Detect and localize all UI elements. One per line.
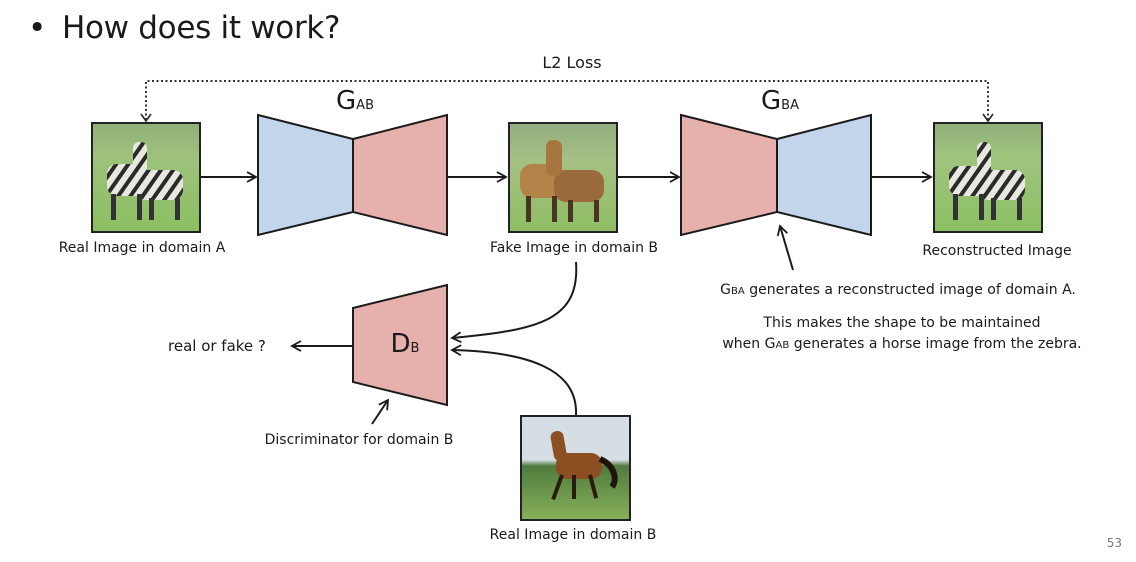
reconstructed-zebra-picture [949,142,1025,220]
note-line-1-text: generates a reconstructed image of domai… [744,282,1076,298]
fake-image-domain-b [508,122,618,233]
pointer-discriminator-caption [371,398,390,425]
gab-label: GAB [336,86,374,116]
note-g: G [720,282,731,298]
arrow-real-b-to-discriminator [450,344,578,416]
arrow-fake-b-to-discriminator [450,261,578,343]
pointer-gba-note [776,224,794,271]
caption-fake-b: Fake Image in domain B [489,240,659,256]
note-g: G [764,336,776,352]
gba-label: GBA [761,86,799,116]
gab-encoder [257,113,354,237]
discriminator-label: DB [391,329,420,359]
fake-horse-picture [520,140,604,222]
discriminator-output-label: real or fake ? [168,337,266,355]
note-line-2: This makes the shape to be maintained [763,315,1041,331]
zebra-picture [107,142,183,220]
page-number: 53 [1106,536,1122,550]
caption-reconstructed: Reconstructed Image [922,243,1072,259]
gba-label-main: G [761,86,782,116]
gab-decoder [352,113,448,237]
discriminator-label-main: D [390,329,411,359]
reconstructed-image [933,122,1043,233]
real-image-domain-a [91,122,201,233]
title-text: How does it work? [62,10,341,46]
l2-loss-connector [145,80,989,120]
horse-picture [550,430,618,501]
note-line-1: GBA generates a reconstructed image of d… [720,282,1076,298]
gba-label-sub: BA [781,98,799,113]
note-g-sub: AB [775,340,790,351]
title-bullet: • [28,10,46,46]
l2-loss-label: L2 Loss [542,53,602,72]
gab-label-main: G [336,86,357,116]
caption-real-b: Real Image in domain B [489,527,657,543]
discriminator-shape [352,283,448,407]
l2-loss-arrowhead-left [140,113,152,123]
gab-label-sub: AB [356,98,374,113]
note-line-3: when GAB generates a horse image from th… [722,336,1081,352]
note-line-3-text: generates a horse image from the zebra. [789,336,1082,352]
discriminator-label-sub: B [410,341,420,356]
caption-real-a: Real Image in domain A [58,240,226,256]
discriminator-caption: Discriminator for domain B [264,432,454,448]
gba-decoder [680,113,778,237]
l2-loss-arrowhead-right [982,113,994,123]
gba-encoder [776,113,872,237]
slide-title: • How does it work? [28,10,341,46]
note-line-3-pre: when [722,336,765,352]
real-image-domain-b [520,415,631,521]
note-g-sub: BA [730,286,745,297]
